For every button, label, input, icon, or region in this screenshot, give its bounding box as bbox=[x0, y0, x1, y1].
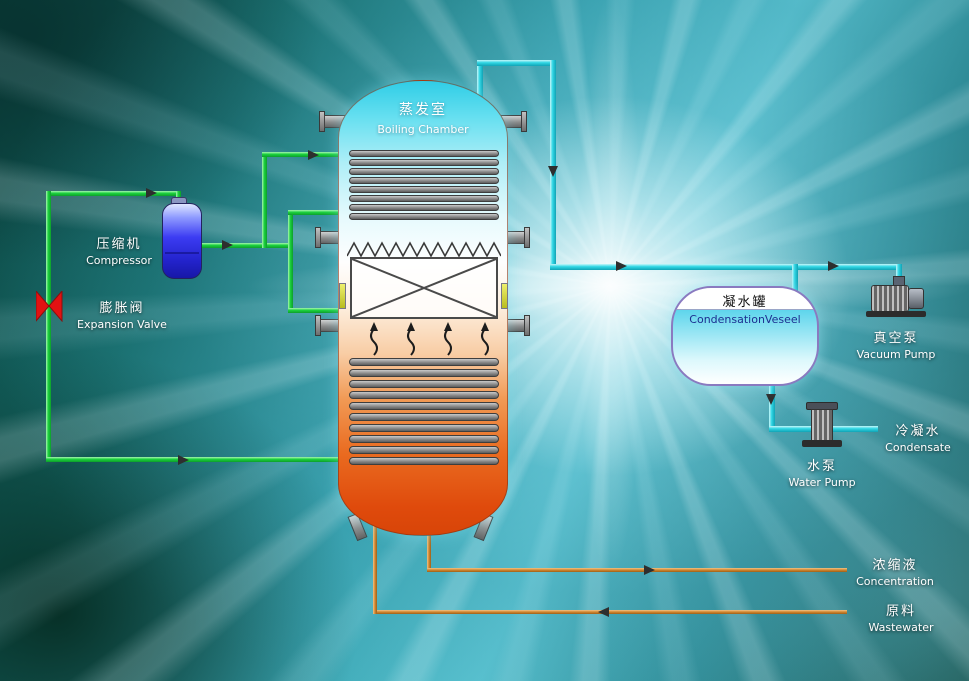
flange-right-top bbox=[521, 111, 527, 132]
pipe-coil-port-upper bbox=[288, 210, 342, 215]
boiling-chamber-label-en: Boiling Chamber bbox=[377, 123, 469, 136]
flow-arrow-coil-inlet bbox=[308, 150, 319, 160]
pipe-vapor-outlet bbox=[477, 60, 483, 100]
pipe-compressor-discharge bbox=[200, 243, 293, 248]
compressor-label-en: Compressor bbox=[86, 254, 152, 267]
vacuum-pump-body bbox=[871, 285, 909, 312]
pipe-concentrate-drop bbox=[427, 512, 431, 572]
heater-coil-tube bbox=[349, 413, 499, 421]
flange-right-mid bbox=[524, 227, 530, 248]
heater-coil-tube bbox=[349, 213, 499, 220]
vacuum-pump-cap bbox=[908, 288, 924, 309]
condensate-label-zh: 冷凝水 bbox=[895, 424, 941, 439]
boiling-chamber-vessel: 蒸发室 Boiling Chamber bbox=[338, 80, 508, 536]
heater-coil-tube bbox=[349, 358, 499, 366]
condensate-label-en: Condensate bbox=[885, 441, 951, 454]
pipe-condenser-inlet bbox=[792, 264, 798, 298]
heater-coil-tube bbox=[349, 380, 499, 388]
heater-coil-tube bbox=[349, 168, 499, 175]
vacuum-pump-base bbox=[866, 311, 926, 317]
pipe-concentrate-run bbox=[427, 568, 847, 572]
compressor-seam bbox=[165, 252, 199, 254]
vacuum-pump-label-en: Vacuum Pump bbox=[856, 348, 936, 361]
flow-arrow-vapor-down bbox=[548, 166, 558, 177]
wastewater-label-en: Wastewater bbox=[868, 621, 934, 634]
pipe-discharge-riser bbox=[262, 152, 267, 248]
pipe-condensate-drain bbox=[769, 383, 775, 432]
condensation-vessel-band-line bbox=[673, 309, 817, 310]
water-pump-label-en: Water Pump bbox=[788, 476, 856, 489]
heat-exchanger-box bbox=[350, 257, 498, 319]
vapor-rise-arrows bbox=[370, 322, 489, 356]
water-pump-body bbox=[811, 409, 833, 441]
condensation-vessel: 凝水罐 CondensationVeseel bbox=[671, 286, 819, 386]
heat-exchanger-cross bbox=[351, 258, 497, 318]
heater-coil-tube bbox=[349, 186, 499, 193]
water-pump-label: 水泵 Water Pump bbox=[780, 455, 864, 489]
flow-arrow-vapor-main bbox=[616, 261, 627, 271]
pipe-refrigerant-left-riser bbox=[46, 191, 51, 462]
zigzag-demister bbox=[347, 241, 501, 258]
wastewater-label-zh: 原料 bbox=[885, 604, 916, 619]
flow-arrow-suction bbox=[146, 188, 157, 198]
pipe-top-coil-inlet bbox=[262, 152, 342, 157]
gasket-right bbox=[501, 283, 508, 309]
heater-coil-tube bbox=[349, 177, 499, 184]
heater-coil-tube bbox=[349, 435, 499, 443]
vacuum-pump-label-zh: 真空泵 bbox=[873, 331, 919, 346]
heater-coil-tube bbox=[349, 159, 499, 166]
wastewater-label: 原料 Wastewater bbox=[856, 600, 946, 634]
pipe-feed-run bbox=[373, 610, 847, 614]
heater-coil-tube bbox=[349, 195, 499, 202]
compressor-label: 压缩机 Compressor bbox=[82, 233, 156, 267]
boiling-chamber-title: 蒸发室 Boiling Chamber bbox=[339, 99, 507, 136]
boiling-chamber-label-zh: 蒸发室 bbox=[399, 102, 447, 118]
compressor-icon bbox=[162, 203, 202, 279]
gasket-left bbox=[339, 283, 346, 309]
pipe-vapor-top-run bbox=[477, 60, 556, 66]
expansion-valve-label-zh: 膨胀阀 bbox=[99, 301, 145, 316]
heater-coil-tube bbox=[349, 457, 499, 465]
pipe-distribution-drop bbox=[288, 210, 293, 313]
flow-arrow-discharge bbox=[222, 240, 233, 250]
water-pump-base bbox=[802, 440, 842, 447]
expansion-valve-label: 膨胀阀 Expansion Valve bbox=[72, 297, 172, 331]
flange-right-low bbox=[524, 315, 530, 336]
concentration-label-en: Concentration bbox=[856, 575, 934, 588]
pipe-coil-port-lower bbox=[288, 308, 342, 313]
expansion-valve-icon bbox=[36, 291, 63, 322]
pipe-refrigerant-bottom-return bbox=[46, 457, 342, 462]
condensate-label: 冷凝水 Condensate bbox=[878, 420, 958, 454]
flow-arrow-to-vacuum-pump bbox=[828, 261, 839, 271]
heater-coil-tube bbox=[349, 446, 499, 454]
vacuum-pump-label: 真空泵 Vacuum Pump bbox=[854, 327, 938, 361]
heater-coil-tube bbox=[349, 424, 499, 432]
compressor-label-zh: 压缩机 bbox=[96, 237, 142, 252]
flow-arrow-bottom-return bbox=[178, 455, 189, 465]
concentration-label: 浓缩液 Concentration bbox=[845, 554, 945, 588]
heater-coil-tube bbox=[349, 204, 499, 211]
flow-arrow-concentrate bbox=[644, 565, 655, 575]
condensation-vessel-label-zh: 凝水罐 bbox=[722, 295, 768, 310]
condensation-vessel-label-en: CondensationVeseel bbox=[689, 313, 801, 326]
heater-coil-tube bbox=[349, 391, 499, 399]
heater-coil-tube bbox=[349, 369, 499, 377]
expansion-valve-label-en: Expansion Valve bbox=[77, 318, 167, 331]
heater-coil-tube bbox=[349, 402, 499, 410]
pipe-vapor-main-run bbox=[550, 264, 902, 270]
heater-coil-tube bbox=[349, 150, 499, 157]
concentration-label-zh: 浓缩液 bbox=[872, 558, 918, 573]
pipe-compressor-suction bbox=[46, 191, 180, 196]
water-pump-label-zh: 水泵 bbox=[806, 459, 837, 474]
pipe-vapor-downcomer bbox=[550, 60, 556, 270]
pipe-feed-riser bbox=[373, 512, 377, 614]
flow-arrow-condensate-drain bbox=[766, 394, 776, 405]
flow-arrow-feed bbox=[598, 607, 609, 617]
